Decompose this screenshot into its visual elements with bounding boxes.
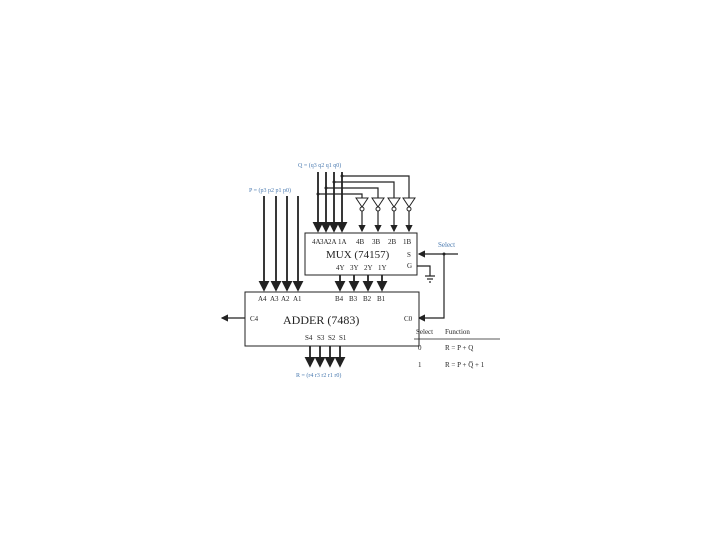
mux-pin-4y: 4Y xyxy=(336,264,345,272)
q-bus xyxy=(312,172,410,233)
adder-7483: A4 A3 A2 A1 B4 B3 B2 B1 C4 C0 ADDER (748… xyxy=(244,291,420,347)
mux-pin-3a: 3A xyxy=(320,238,329,246)
table-row-1-select: 1 xyxy=(418,361,422,369)
adder-pin-s4: S4 xyxy=(305,334,313,342)
select-label: Select xyxy=(438,241,455,249)
inverter-array xyxy=(355,197,416,233)
mux-pin-4b: 4B xyxy=(356,238,365,246)
mux-pin-4a: 4A xyxy=(312,238,321,246)
table-row-0-select: 0 xyxy=(418,344,422,352)
mux-to-adder-wires xyxy=(334,275,388,292)
mux-pin-s: S xyxy=(407,251,411,259)
adder-pin-a4: A4 xyxy=(258,295,267,303)
adder-pin-a3: A3 xyxy=(270,295,279,303)
mux-pin-2y: 2Y xyxy=(364,264,373,272)
mux-pin-g: G xyxy=(407,262,412,270)
adder-pin-b1: B1 xyxy=(377,295,386,303)
mux-pin-1y: 1Y xyxy=(378,264,387,272)
adder-pin-s1: S1 xyxy=(339,334,347,342)
mux-pin-1a: 1A xyxy=(338,238,347,246)
adder-pin-a1: A1 xyxy=(293,295,302,303)
inverter-4 xyxy=(355,197,369,233)
adder-pin-s3: S3 xyxy=(317,334,325,342)
adder-pin-b4: B4 xyxy=(335,295,344,303)
mux-pin-1b: 1B xyxy=(403,238,412,246)
table-header-function: Function xyxy=(445,328,470,336)
adder-pin-b2: B2 xyxy=(363,295,372,303)
r-output-label: R = (r4 r3 r2 r1 r0) xyxy=(296,372,341,379)
mux-pin-3y: 3Y xyxy=(350,264,359,272)
inverter-2 xyxy=(387,197,401,233)
inverter-3 xyxy=(371,197,385,233)
adder-pin-a2: A2 xyxy=(281,295,290,303)
select-line: Select xyxy=(417,241,458,322)
table-row-1-function: R = P + Q̅ + 1 xyxy=(445,361,485,369)
adder-pin-c4: C4 xyxy=(250,315,259,323)
adder-title: ADDER (7483) xyxy=(283,313,359,327)
table-row-0-function: R = P + Q xyxy=(445,344,473,352)
p-bus xyxy=(258,196,304,292)
adder-pin-c0: C0 xyxy=(404,315,413,323)
function-table: Select Function 0 R = P + Q 1 R = P + Q̅… xyxy=(414,328,500,369)
inverter-1 xyxy=(402,197,416,233)
table-header-select: Select xyxy=(416,328,433,336)
mux-pin-2b: 2B xyxy=(388,238,397,246)
adder-pin-b3: B3 xyxy=(349,295,358,303)
mux-pin-3b: 3B xyxy=(372,238,381,246)
sum-output-wires xyxy=(304,346,346,368)
mux-pin-2a: 2A xyxy=(328,238,337,246)
p-input-label: P = (p3 p2 p1 p0) xyxy=(249,187,291,194)
ground-symbol xyxy=(417,265,435,283)
mux-title: MUX (74157) xyxy=(326,249,390,261)
q-input-label: Q = (q3 q2 q1 q0) xyxy=(298,162,341,169)
mux-74157: 4A 3A 2A 1A 4B 3B 2B 1B MUX (74157) S G … xyxy=(304,232,418,276)
adder-pin-s2: S2 xyxy=(328,334,336,342)
